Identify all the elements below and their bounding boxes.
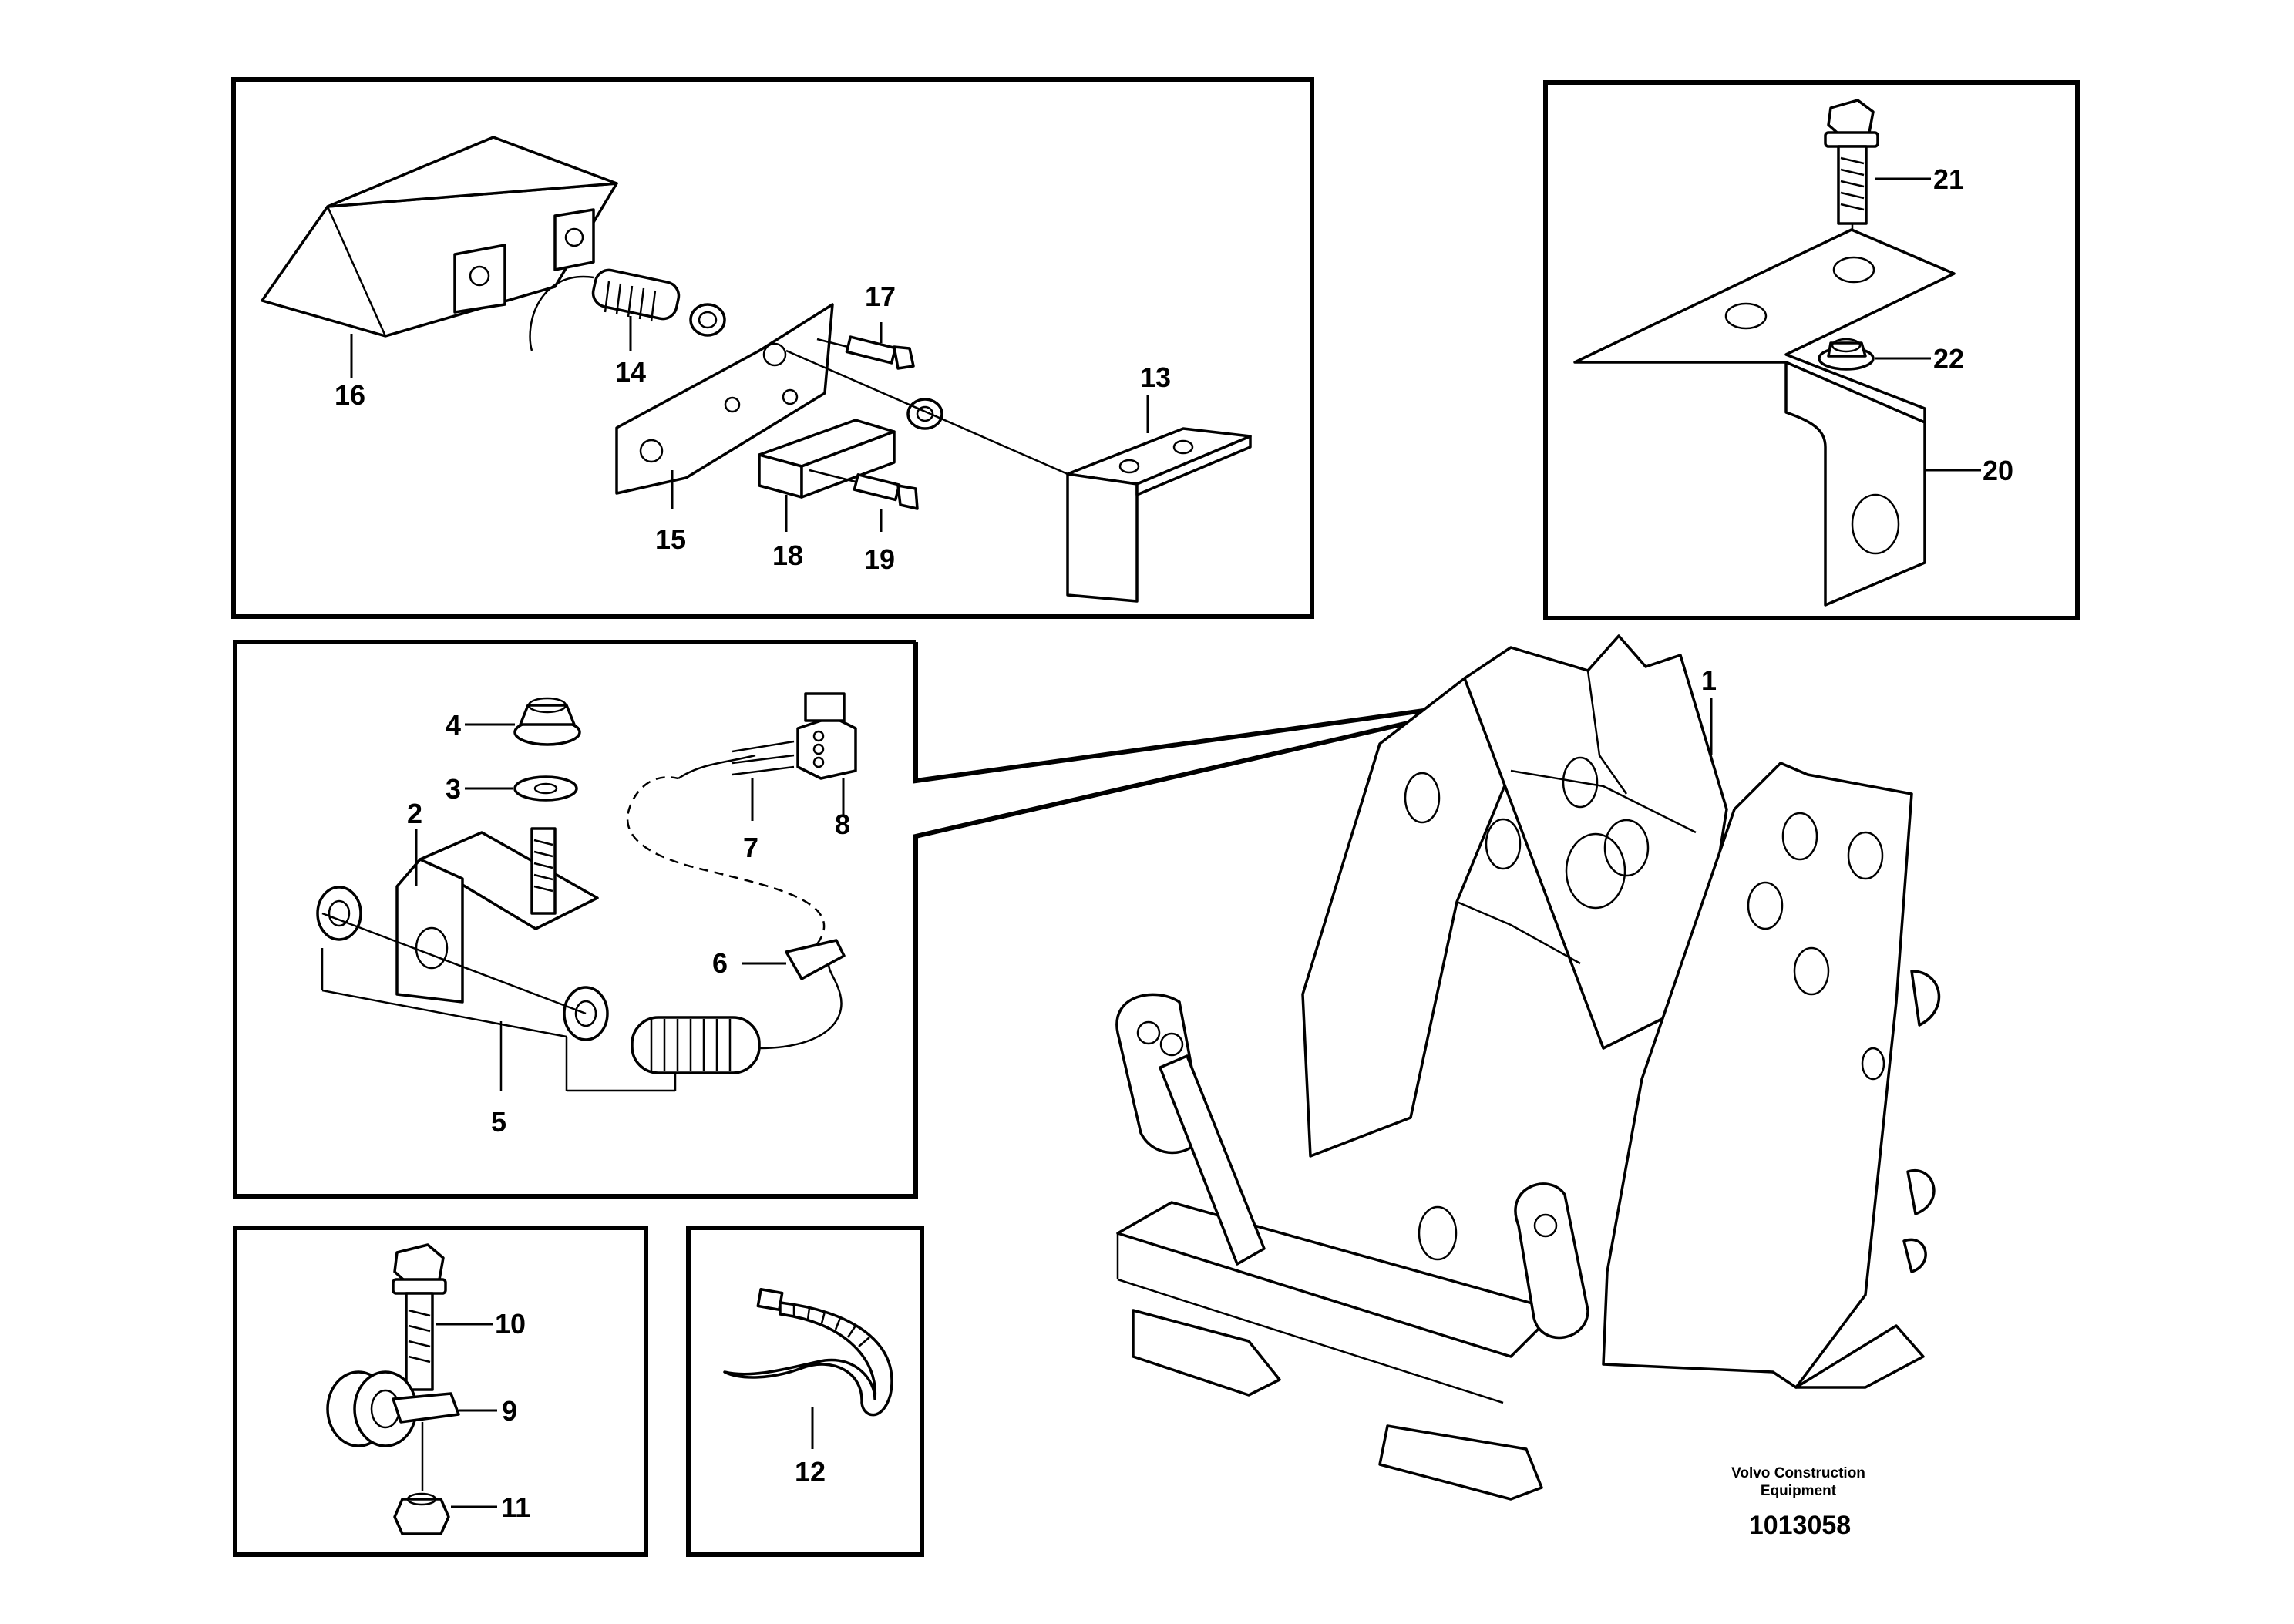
nut-11-part: [393, 1492, 497, 1535]
callout-19: 19: [864, 543, 895, 575]
sensor-5-part: [631, 963, 843, 1074]
panel-sensor-mount-bracket: 13 14 15 16 17 18 19: [231, 77, 1314, 619]
callout-9: 9: [502, 1395, 517, 1427]
callout-4: 4: [446, 709, 461, 741]
document-number: 1013058: [1749, 1511, 1851, 1540]
proximity-sensor-part: [529, 268, 726, 351]
cable-dashed: [626, 776, 826, 945]
panel-frame: [231, 77, 1314, 619]
callout-18: 18: [772, 540, 803, 571]
callout-21: 21: [1933, 163, 1964, 195]
connector-6-part: [742, 939, 846, 980]
callout-17: 17: [865, 281, 896, 312]
group-bracket-5: [321, 912, 677, 1092]
panel-cable-tie: 12: [686, 1226, 924, 1557]
bolt-10-part: [392, 1243, 493, 1391]
panel-clamp: 10 9 11: [233, 1226, 648, 1557]
cable-tie-12-part: [723, 1287, 893, 1449]
callout-16: 16: [335, 379, 365, 411]
bracket-20-part: [1573, 228, 1981, 607]
callout-14: 14: [615, 356, 646, 388]
panel-bracket-20: 21 22 20: [1543, 80, 2080, 620]
angle-bracket-13-part: [1066, 395, 1252, 603]
mounting-plate-part: [615, 303, 834, 509]
brand-line-2: Equipment: [1761, 1483, 1837, 1499]
panel-frame: [686, 1226, 924, 1557]
clamp-9-part: [326, 1370, 497, 1447]
callout-15: 15: [655, 523, 686, 555]
jam-nut-left-part: [316, 886, 362, 941]
housing-8-part: [796, 692, 857, 817]
spacer-block-part: [758, 419, 896, 532]
screw-19-part: [809, 469, 919, 532]
callout-2: 2: [407, 798, 422, 829]
pins-7-part: [678, 740, 795, 821]
callout-12: 12: [795, 1456, 826, 1488]
callout-13: 13: [1140, 361, 1171, 393]
callout-3: 3: [446, 773, 461, 805]
callout-8: 8: [835, 809, 850, 840]
washer-3-part: [465, 775, 578, 802]
panel-frame-with-pointer: [233, 640, 1519, 1199]
nut-4-part: [465, 697, 581, 746]
bracket-2-part: [395, 827, 599, 1004]
flange-nut-22-part: [1818, 338, 1931, 371]
callout-7: 7: [743, 832, 758, 863]
panel-frame: [1543, 80, 2080, 620]
panel-frame: [233, 1226, 648, 1557]
screw-17-part: [816, 322, 915, 370]
callout-6: 6: [712, 947, 728, 979]
hex-nut-part: [906, 398, 944, 430]
callout-5: 5: [491, 1106, 506, 1138]
assembly-line: [785, 349, 1068, 476]
panel-sensor-assembly: 4 3 2 5 6 7 8: [233, 640, 1519, 1199]
front-frame-1-part: [1115, 634, 1941, 1501]
callout-1: 1: [1701, 664, 1717, 696]
cover-plate-part: [261, 136, 618, 378]
callout-10: 10: [495, 1308, 526, 1340]
callout-22: 22: [1933, 343, 1964, 375]
callout-20: 20: [1983, 455, 2013, 486]
flange-bolt-21-part: [1824, 99, 1931, 270]
brand-line-1: Volvo Construction: [1731, 1465, 1865, 1481]
callout-11: 11: [501, 1491, 530, 1523]
